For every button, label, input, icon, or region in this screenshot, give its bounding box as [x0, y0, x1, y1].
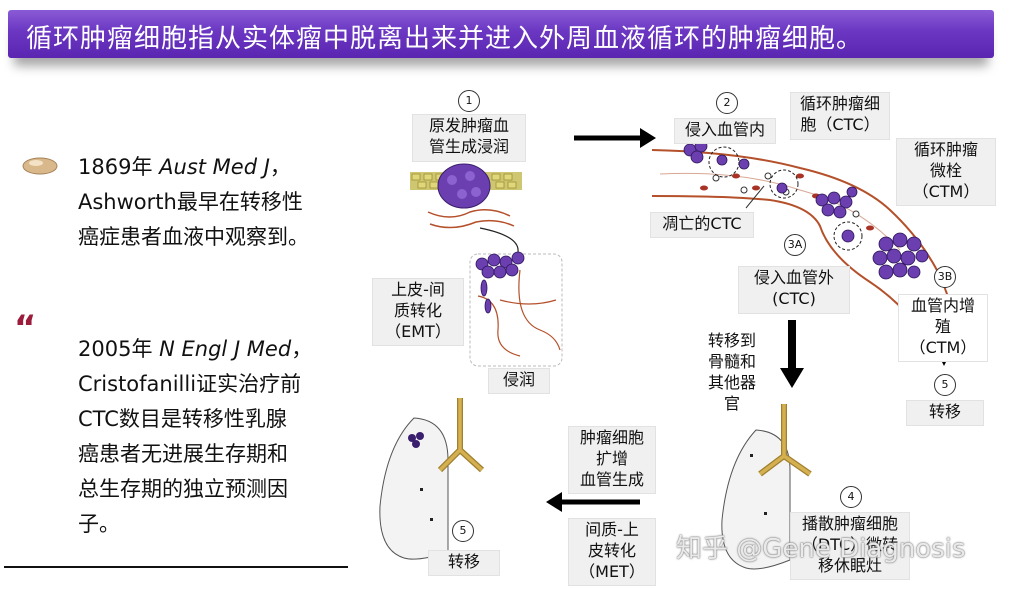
- blood-vessel-figure: [651, 139, 959, 337]
- item2-line3: CTC数目是转移性乳腺: [78, 407, 287, 431]
- item1-line2: Ashworth最早在转移性: [78, 190, 303, 214]
- label-dtc: 播散肿瘤细胞 （DTC）微转 移休眠灶: [790, 512, 910, 580]
- label-primary-angiogenesis: 原发肿瘤血 管生成浸润: [412, 114, 526, 162]
- step-number: 3B: [934, 266, 956, 288]
- label-extravasation: 侵入血管外 (CTC): [738, 266, 850, 314]
- step-number: 1: [458, 90, 480, 112]
- year-1869: 1869年: [78, 155, 153, 179]
- item1-line3: 癌症患者血液中观察到。: [78, 225, 309, 249]
- label-ctm: 循环肿瘤 微栓 （CTM）: [896, 138, 996, 206]
- title-banner: 循环肿瘤细胞指从实体瘤中脱离出来并进入外周血液循环的肿瘤细胞。: [8, 10, 994, 58]
- right-lung-figure: [721, 404, 812, 570]
- label-intravascular-growth: 血管内增 殖 （CTM）: [898, 294, 988, 362]
- primary-tumor-figure: [410, 163, 522, 253]
- item2-line4: 癌患者无进展生存期和: [78, 442, 288, 466]
- journal-aust-med-j: Aust Med J: [159, 155, 270, 179]
- step-number: 5: [934, 374, 956, 396]
- item2-line2: Cristofanilli证实治疗前: [78, 372, 302, 396]
- label-intravasation: 侵入血管内: [674, 118, 776, 144]
- step-number: 3A: [784, 234, 806, 256]
- item2-line6: 子。: [78, 512, 120, 536]
- history-item-1: 1869年 Aust Med J， Ashworth最早在转移性 癌症患者血液中…: [78, 150, 309, 255]
- label-emt: 上皮-间 质转化 （EMT）: [372, 278, 464, 346]
- quote-icon: “: [14, 308, 37, 348]
- label-apoptotic-ctc: 凋亡的CTC: [650, 212, 754, 238]
- label-metastasis-left: 转移: [428, 550, 500, 576]
- history-item-2: 2005年 N Engl J Med， Cristofanilli证实治疗前 C…: [78, 332, 312, 542]
- item2-sep: ，: [291, 337, 313, 361]
- label-met: 间质-上 皮转化 （MET）: [568, 518, 656, 586]
- banner-title: 循环肿瘤细胞指从实体瘤中脱离出来并进入外周血液循环的肿瘤细胞。: [26, 24, 864, 54]
- year-2005: 2005年: [78, 337, 153, 361]
- emt-figure: [469, 251, 563, 367]
- watermark: 知乎 @Gene Diagnosis: [676, 534, 966, 564]
- item1-sep: ，: [269, 155, 291, 179]
- journal-nejm: N Engl J Med: [159, 337, 292, 361]
- label-tumor-growth: 肿瘤细胞 扩增 血管生成: [568, 426, 656, 494]
- left-lung-figure: [379, 398, 485, 560]
- label-metastasis-bone: 转移到 骨髓和 其他器 官: [696, 330, 768, 416]
- step-number: 5: [452, 520, 474, 542]
- step-number: 2: [716, 92, 738, 114]
- bullet-pill-icon: [22, 157, 58, 175]
- item2-line5: 总生存期的独立预测因: [78, 477, 288, 501]
- step-number: 4: [840, 486, 862, 508]
- bottom-rule: [4, 566, 348, 568]
- label-metastasis-right: 转移: [906, 400, 984, 426]
- label-ctc: 循环肿瘤细 胞（CTC）: [790, 92, 890, 140]
- label-invasion: 侵润: [488, 368, 550, 394]
